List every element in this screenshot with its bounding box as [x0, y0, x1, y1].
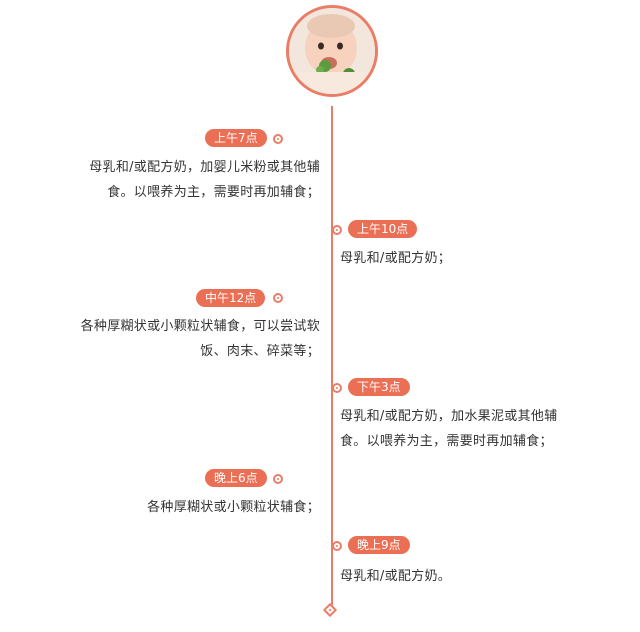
entry-description: 母乳和/或配方奶，加婴儿米粉或其他辅 食。以喂养为主，需要时再加辅食；	[89, 155, 320, 205]
entry-line: 食。以喂养为主，需要时再加辅食；	[107, 185, 320, 200]
timeline-dot	[332, 383, 342, 393]
entry-line: 母乳和/或配方奶，加婴儿米粉或其他辅	[89, 160, 320, 175]
entry-line: 饭、肉末、碎菜等；	[200, 344, 320, 359]
entry-description: 母乳和/或配方奶，加水果泥或其他辅 食。以喂养为主，需要时再加辅食；	[340, 404, 557, 454]
timeline-end-diamond	[322, 602, 338, 618]
entry-description: 各种厚糊状或小颗粒状辅食；	[147, 495, 320, 520]
baby-eating-image	[289, 8, 375, 94]
entry-line: 食。以喂养为主，需要时再加辅食；	[340, 434, 553, 449]
time-badge: 晚上6点	[205, 469, 267, 487]
time-badge: 中午12点	[196, 289, 266, 307]
timeline-dot	[332, 541, 342, 551]
timeline-dot	[332, 225, 342, 235]
baby-avatar	[286, 5, 378, 97]
time-badge: 晚上9点	[348, 536, 410, 554]
entry-description: 母乳和/或配方奶。	[340, 564, 451, 589]
time-badge: 下午3点	[348, 378, 410, 396]
timeline-dot	[273, 293, 283, 303]
time-badge: 上午7点	[205, 129, 267, 147]
entry-line: 母乳和/或配方奶；	[340, 251, 452, 266]
entry-description: 各种厚糊状或小颗粒状辅食，可以尝试软 饭、肉末、碎菜等；	[81, 314, 320, 364]
entry-line: 母乳和/或配方奶，加水果泥或其他辅	[340, 409, 558, 424]
entry-line: 各种厚糊状或小颗粒状辅食，可以尝试软	[80, 319, 320, 334]
timeline-dot	[273, 474, 283, 484]
entry-line: 母乳和/或配方奶。	[340, 569, 452, 584]
time-badge: 上午10点	[348, 220, 418, 238]
entry-description: 母乳和/或配方奶；	[340, 246, 451, 271]
timeline-dot	[273, 134, 283, 144]
timeline-line	[331, 106, 333, 608]
entry-line: 各种厚糊状或小颗粒状辅食；	[147, 500, 320, 515]
